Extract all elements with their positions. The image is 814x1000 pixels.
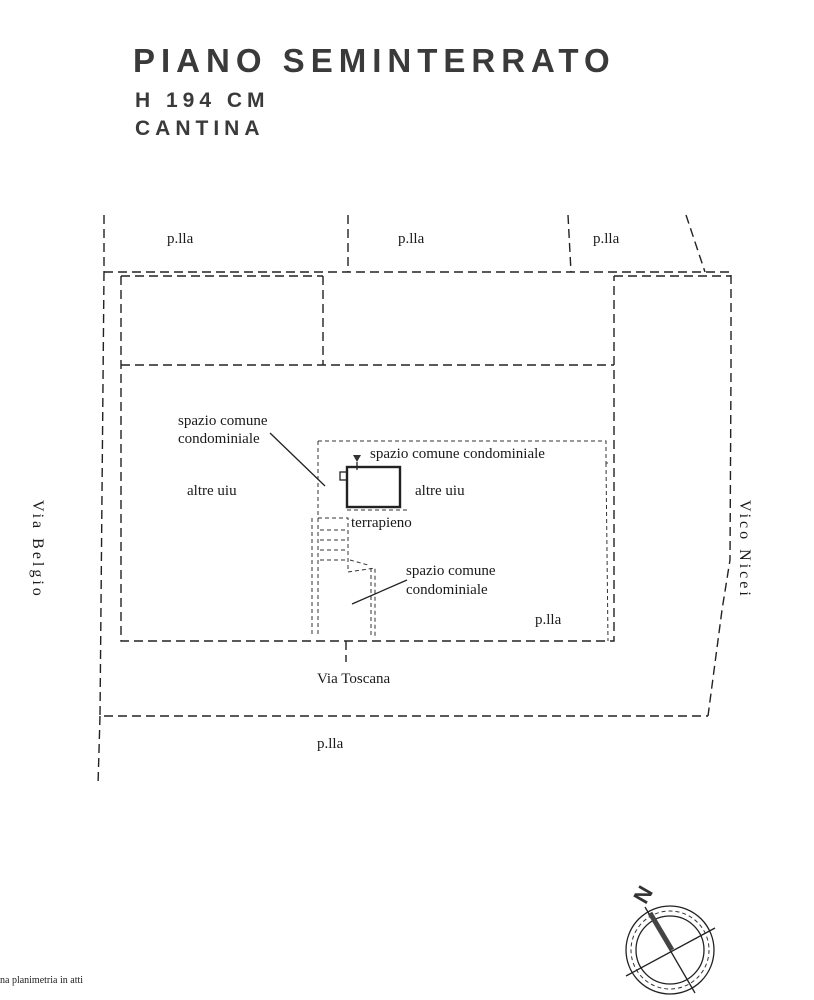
entrance-marker [353, 455, 361, 462]
outer-lot-boundary [97, 214, 732, 786]
street-label-west: Via Belgio [29, 500, 46, 599]
cantina-unit [339, 455, 410, 511]
leader-line [269, 432, 326, 487]
street-label-south: Via Toscana [317, 671, 391, 687]
common-space-label: spazio comune [178, 413, 268, 429]
parcel-label: p.lla [535, 612, 562, 628]
terrapieno-label: terrapieno [351, 515, 412, 531]
street-label-east: Vico Nicei [736, 500, 753, 599]
common-space-area [317, 440, 610, 642]
stairs [311, 517, 376, 636]
common-space-label: condominiale [406, 582, 488, 598]
common-space-label: condominiale [178, 431, 260, 447]
footer-note: na planimetria in atti [0, 975, 84, 986]
parcel-label: p.lla [317, 736, 344, 752]
parcel-label: p.lla [398, 231, 425, 247]
common-space-label: spazio comune [406, 563, 496, 579]
north-label: N [628, 881, 658, 907]
other-units-label: altre uiu [187, 483, 237, 499]
room-use: CANTINA [135, 117, 265, 140]
common-space-label: spazio comune condominiale [370, 446, 545, 462]
floor-title: PIANO SEMINTERRATO [133, 42, 616, 79]
north-compass-icon: N [625, 881, 716, 995]
other-units-label: altre uiu [415, 483, 465, 499]
parcel-label: p.lla [167, 231, 194, 247]
building-outline [120, 275, 731, 662]
ceiling-height: H 194 CM [135, 89, 270, 112]
parcel-label: p.lla [593, 231, 620, 247]
leader-line [351, 579, 408, 605]
